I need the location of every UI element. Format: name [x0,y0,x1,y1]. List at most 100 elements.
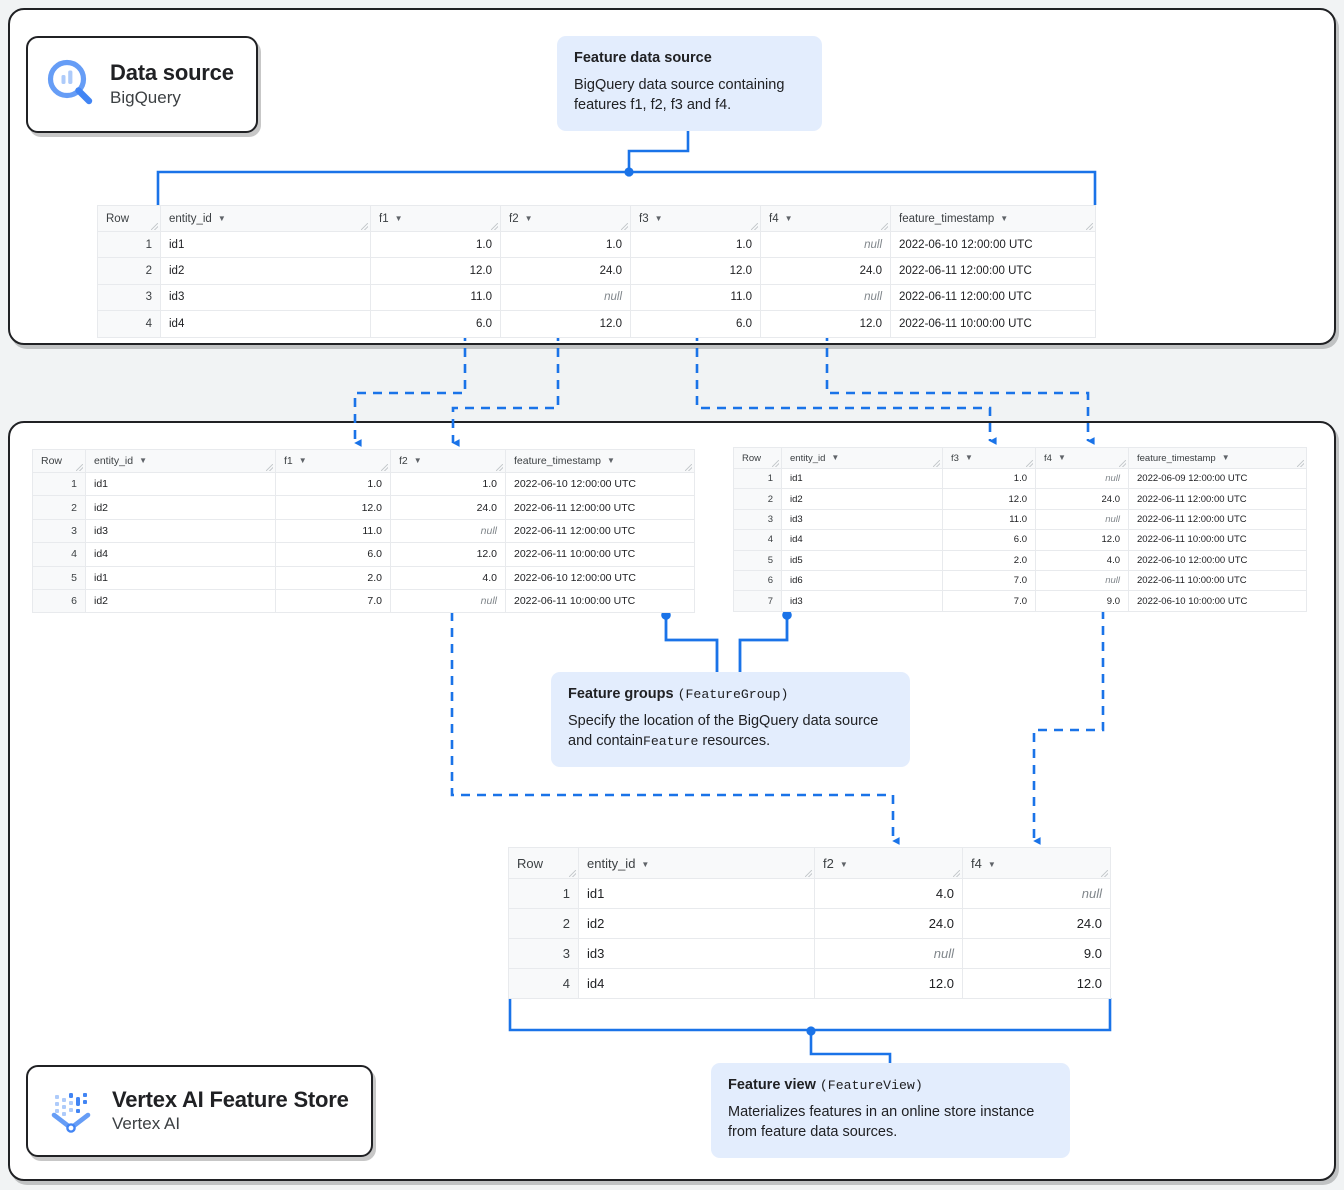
col-f4[interactable]: f4▼ [760,205,891,232]
table-cell: 24.0 [814,908,963,939]
chevron-down-icon[interactable]: ▼ [654,213,663,223]
col-feature-timestamp[interactable]: feature_timestamp▼ [505,449,695,473]
col-f2[interactable]: f2▼ [500,205,631,232]
table-cell: id1 [781,467,943,490]
resize-grip-icon[interactable] [953,870,960,877]
chevron-down-icon[interactable]: ▼ [964,452,973,462]
col-entity-id[interactable]: entity_id▼ [85,449,276,473]
table-cell: 24.0 [500,257,631,285]
resize-grip-icon[interactable] [805,870,812,877]
chevron-down-icon[interactable]: ▼ [641,859,650,869]
resize-grip-icon[interactable] [76,464,83,471]
chevron-down-icon[interactable]: ▼ [784,213,793,223]
col-f2[interactable]: f2▼ [390,449,506,473]
col-row[interactable]: Row [97,205,161,232]
col-row[interactable]: Row [733,447,782,469]
col-f2[interactable]: f2▼ [814,847,963,879]
chevron-down-icon[interactable]: ▼ [139,456,148,465]
resize-grip-icon[interactable] [1297,460,1304,467]
chevron-down-icon[interactable]: ▼ [217,213,226,223]
resize-grip-icon[interactable] [685,464,692,471]
chevron-down-icon[interactable]: ▼ [839,859,848,869]
col-entity-id[interactable]: entity_id▼ [781,447,943,469]
col-f1[interactable]: f1▼ [370,205,501,232]
callout-feature-data-source-title: Feature data source [574,50,712,66]
table-cell: 12.0 [275,495,391,520]
resize-grip-icon[interactable] [151,223,158,230]
resize-grip-icon[interactable] [569,870,576,877]
col-entity-id[interactable]: entity_id▼ [160,205,371,232]
col-row[interactable]: Row [32,449,86,473]
table-cell: null [1035,508,1129,531]
col-f4[interactable]: f4▼ [962,847,1111,879]
resize-grip-icon[interactable] [881,223,888,230]
chevron-down-icon[interactable]: ▼ [1057,452,1066,462]
chevron-down-icon[interactable]: ▼ [1221,452,1230,462]
table-cell: 2022-06-10 12:00:00 UTC [1128,549,1307,571]
col-f4[interactable]: f4▼ [1035,447,1129,469]
table-cell: null [390,588,506,614]
resize-grip-icon[interactable] [1101,870,1108,877]
table-cell: 12.0 [942,488,1036,510]
resize-grip-icon[interactable] [933,460,940,467]
col-f3[interactable]: f3▼ [942,447,1036,469]
chevron-down-icon[interactable]: ▼ [987,859,996,869]
col-feature-timestamp[interactable]: feature_timestamp▼ [890,205,1096,232]
col-row[interactable]: Row [508,847,579,879]
table-cell: id1 [85,565,276,590]
resize-grip-icon[interactable] [621,223,628,230]
col-f3[interactable]: f3▼ [630,205,761,232]
chevron-down-icon[interactable]: ▼ [524,213,533,223]
table-cell: id3 [781,508,943,531]
resize-grip-icon[interactable] [772,460,779,467]
resize-grip-icon[interactable] [1026,460,1033,467]
chevron-down-icon[interactable]: ▼ [394,213,403,223]
resize-grip-icon[interactable] [381,464,388,471]
resize-grip-icon[interactable] [361,223,368,230]
table-cell: 2.0 [275,565,391,590]
feature-data-source-table[interactable]: Row entity_id▼ f1▼ f2▼ f3▼ f4▼ feature_t… [97,205,1096,338]
table-cell: id2 [85,495,276,520]
chevron-down-icon[interactable]: ▼ [1000,213,1009,223]
resize-grip-icon[interactable] [751,223,758,230]
feature-group-1-table[interactable]: Row entity_id▼ f1▼ f2▼ feature_timestamp… [32,449,695,614]
resize-grip-icon[interactable] [496,464,503,471]
feature-group-2-table[interactable]: Row entity_id▼ f3▼ f4▼ feature_timestamp… [733,447,1307,612]
chevron-down-icon[interactable]: ▼ [413,456,422,465]
chevron-down-icon[interactable]: ▼ [298,456,307,465]
resize-grip-icon[interactable] [491,223,498,230]
resize-grip-icon[interactable] [266,464,273,471]
table-cell: 2 [508,908,579,939]
resize-grip-icon[interactable] [1119,460,1126,467]
col-feature-timestamp[interactable]: feature_timestamp▼ [1128,447,1307,469]
table-cell: null [390,518,506,544]
resize-grip-icon[interactable] [1086,223,1093,230]
chevron-down-icon[interactable]: ▼ [831,452,840,462]
col-f1[interactable]: f1▼ [275,449,391,473]
chevron-down-icon[interactable]: ▼ [606,456,615,465]
col-entity-id[interactable]: entity_id▼ [578,847,815,879]
